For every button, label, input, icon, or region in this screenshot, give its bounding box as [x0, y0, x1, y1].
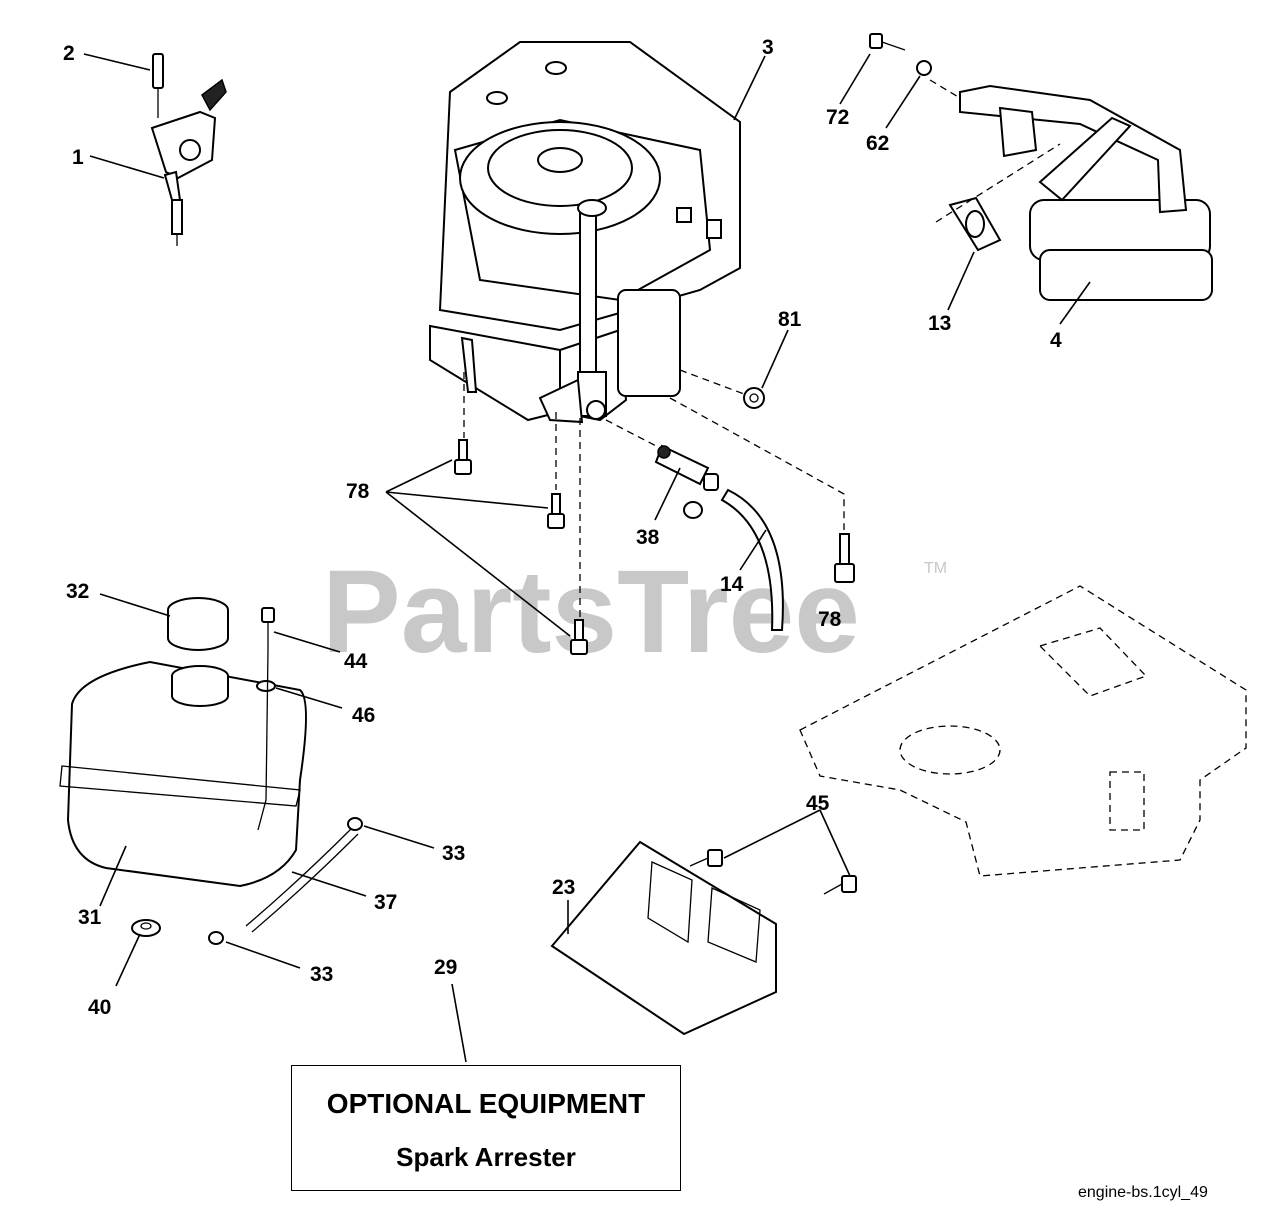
callout-38: 38: [636, 526, 660, 549]
callout-29: 29: [434, 956, 457, 979]
fuel-hose-part[interactable]: [720, 488, 784, 631]
washer-part[interactable]: [916, 60, 932, 76]
callout-62: 62: [866, 132, 889, 155]
callout-23: 23: [552, 876, 575, 899]
muffler-part[interactable]: [959, 84, 1213, 301]
diagram-code: engine-bs.1cyl_49: [1078, 1184, 1208, 1201]
callout-labels: 2 1 3 72 62 13 4 81 78 38 14 78 32 44 46…: [63, 36, 1062, 1019]
leader-lines: [83, 53, 1091, 1063]
callout-81: 81: [778, 308, 802, 331]
fuel-line-part[interactable]: [245, 827, 359, 933]
callout-31: 31: [78, 906, 102, 929]
callout-13: 13: [928, 312, 951, 335]
engine-part[interactable]: [429, 41, 741, 424]
callout-37: 37: [374, 891, 397, 914]
callout-3: 3: [762, 36, 774, 59]
washer-46-part[interactable]: [256, 680, 276, 692]
callout-40: 40: [88, 996, 111, 1019]
bolt-45-part[interactable]: [689, 849, 857, 895]
screw-44-part[interactable]: [261, 607, 275, 650]
nut-81-part[interactable]: [743, 387, 765, 409]
grommet-40-part[interactable]: [131, 919, 161, 937]
watermark-trademark: TM: [924, 560, 947, 577]
callout-78-left: 78: [346, 480, 370, 503]
callout-32: 32: [66, 580, 89, 603]
callout-2: 2: [63, 42, 75, 65]
optional-equipment-title: OPTIONAL EQUIPMENT: [326, 1088, 646, 1119]
callout-72: 72: [826, 106, 849, 129]
fuel-cap-part[interactable]: [167, 597, 229, 651]
callout-4: 4: [1050, 329, 1062, 352]
callout-1: 1: [72, 146, 84, 169]
fuel-tank-part[interactable]: [59, 660, 307, 888]
frame-part: [799, 585, 1247, 877]
callout-44: 44: [344, 650, 368, 673]
callout-46: 46: [352, 704, 375, 727]
bolt-72-part[interactable]: [869, 33, 906, 51]
throttle-control-part[interactable]: [150, 53, 227, 246]
callout-33-bottom: 33: [310, 963, 333, 986]
callout-45: 45: [806, 792, 830, 815]
optional-equipment-box: OPTIONAL EQUIPMENT Spark Arrester: [291, 1065, 681, 1191]
spark-arrester-label: Spark Arrester: [396, 1142, 576, 1172]
clamp-part[interactable]: [208, 817, 363, 945]
bracket-23-part[interactable]: [550, 840, 777, 1036]
callout-14: 14: [720, 573, 744, 596]
callout-78-right: 78: [818, 608, 842, 631]
gasket-part[interactable]: [948, 196, 1002, 252]
callout-33-top: 33: [442, 842, 465, 865]
fuel-valve-part[interactable]: [654, 444, 719, 519]
bolt-78-part[interactable]: [454, 439, 855, 655]
